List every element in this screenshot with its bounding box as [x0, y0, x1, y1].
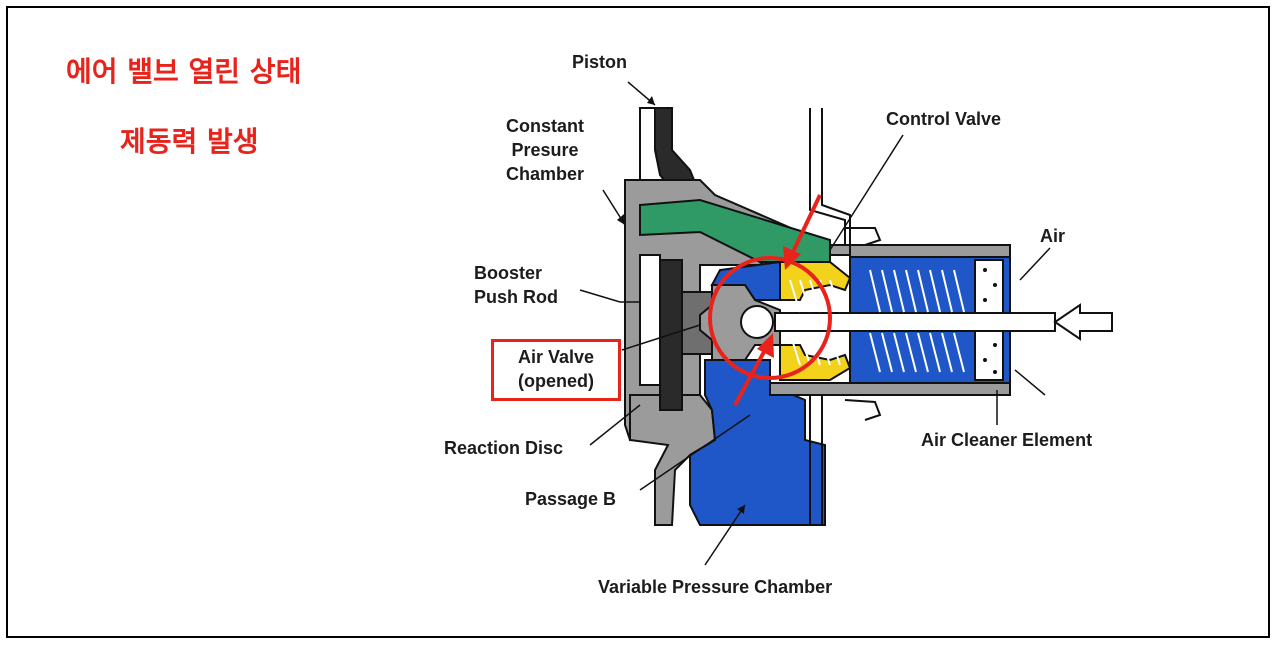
red-arrow-down: [783, 194, 822, 270]
label-air-valve: Air Valve (opened): [495, 345, 617, 393]
red-arrow-up: [733, 333, 774, 406]
input-arrow: [1053, 303, 1113, 341]
label-line: Presure: [511, 140, 579, 160]
label-line: Constant: [506, 116, 584, 136]
label-line: (opened): [518, 371, 594, 391]
label-line: Push Rod: [474, 287, 558, 307]
leader-arrowheads: [617, 96, 745, 514]
housing-cap-top: [849, 244, 1011, 258]
label-constant-pressure-chamber: Constant Presure Chamber: [490, 114, 600, 186]
label-passage-b: Passage B: [525, 489, 617, 509]
label-piston: Piston: [572, 52, 628, 72]
label-air-cleaner-element: Air Cleaner Element: [921, 430, 1093, 450]
rear-wall-inner: [639, 254, 661, 386]
label-reaction-disc: Reaction Disc: [444, 438, 564, 458]
state-title: 에어 밸브 열린 상태: [66, 55, 302, 88]
air-cleaner-dots: [983, 268, 997, 374]
label-control-valve: Control Valve: [886, 109, 1002, 129]
air-valve-ball: [740, 305, 774, 339]
label-line: Booster: [474, 263, 543, 283]
label-air: Air: [1040, 226, 1066, 246]
label-line: Chamber: [505, 164, 585, 184]
air-valve-body: [699, 284, 781, 361]
springs: [789, 269, 965, 373]
shell-upper: [809, 108, 846, 245]
air-valve-highlight-box: [491, 339, 621, 401]
shell-lower: [809, 395, 823, 525]
label-line: Air Valve: [517, 347, 595, 367]
housing-cap-bottom: [769, 382, 1011, 396]
valve-operating-rod: [774, 312, 1056, 332]
result-title: 제동력 발생: [120, 125, 259, 158]
shell-upper-2: [821, 108, 851, 245]
label-booster-push-rod: Booster Push Rod: [474, 261, 558, 309]
label-variable-pressure-chamber: Variable Pressure Chamber: [598, 577, 833, 597]
shell-clip-bottom: [844, 399, 882, 421]
shell-clip-top: [845, 227, 882, 246]
highlight-circle: [708, 256, 832, 380]
